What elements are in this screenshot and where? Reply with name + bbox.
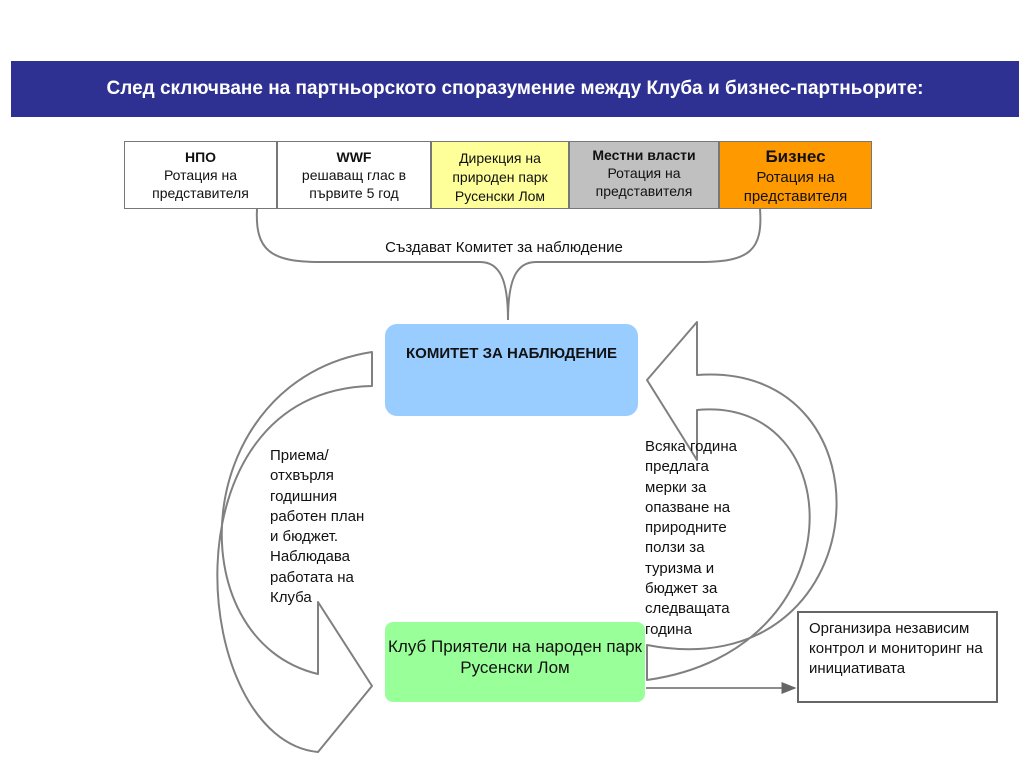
- stakeholder-desc: Дирекция на природен парк Русенски Лом: [452, 150, 548, 204]
- stakeholder-name: НПО: [184, 149, 217, 165]
- right-cycle-arrow: [646, 321, 838, 681]
- page-title: След сключване на партньорското споразум…: [11, 61, 1019, 117]
- stakeholder-desc: Ротация на представителя: [743, 169, 848, 205]
- stakeholder-name: Местни власти: [592, 147, 696, 163]
- stakeholder-desc: Ротация на представителя: [595, 165, 693, 199]
- stakeholder-desc: решаващ глас в първите 5 год: [301, 167, 407, 201]
- brace-label: Създават Комитет за наблюдение: [330, 239, 678, 256]
- monitoring-committee-box: КОМИТЕТ ЗА НАБЛЮДЕНИЕ: [385, 324, 638, 416]
- committee-label: КОМИТЕТ ЗА НАБЛЮДЕНИЕ: [406, 345, 617, 362]
- stakeholder-desc: Ротация на представителя: [152, 167, 249, 201]
- monitoring-note-text: Организира независим контрол и мониторин…: [809, 620, 983, 677]
- stakeholder-name: Бизнес: [765, 147, 826, 166]
- left-cycle-arrow: [216, 351, 373, 753]
- stakeholder-wwf: WWF решаващ глас в първите 5 год: [277, 141, 431, 209]
- monitoring-note-box: Организира независим контрол и мониторин…: [797, 611, 998, 703]
- club-role-text: Всяка година предлага мерки за опазване …: [645, 438, 737, 638]
- club-box: Клуб Приятели на народен парк Русенски Л…: [385, 622, 645, 702]
- brace-connector: [255, 208, 762, 321]
- stakeholder-npo: НПО Ротация на представителя: [124, 141, 277, 209]
- stakeholder-name: WWF: [336, 149, 372, 165]
- club-label: Клуб Приятели на народен парк Русенски Л…: [388, 637, 642, 677]
- stakeholder-local-authorities: Местни власти Ротация на представителя: [569, 141, 719, 209]
- stakeholder-park-directorate: Дирекция на природен парк Русенски Лом: [431, 141, 569, 209]
- committee-role-text: Приема/ отхвърля годишния работен план и…: [270, 447, 365, 607]
- stakeholder-business: Бизнес Ротация на представителя: [719, 141, 872, 209]
- page-title-text: След сключване на партньорското споразум…: [106, 78, 924, 99]
